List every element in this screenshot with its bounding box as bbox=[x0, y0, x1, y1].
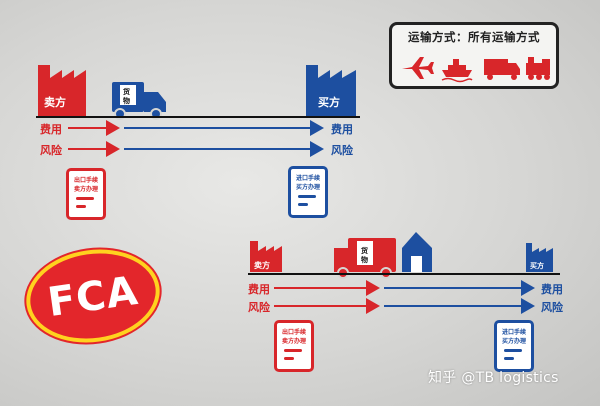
bottom-cost-label-right: 费用 bbox=[541, 283, 563, 296]
bottom-cargo-label-part1: 货 bbox=[360, 246, 368, 255]
top-export-formalities-doc: 出口手续 卖方办理 bbox=[66, 168, 106, 220]
doc-text-bar bbox=[504, 357, 514, 360]
bottom-export-formalities-doc: 出口手续 卖方办理 bbox=[274, 320, 314, 372]
bottom-import-doc-line1: 进口手续 bbox=[501, 329, 526, 336]
bottom-seller-label: 卖方 bbox=[254, 260, 270, 270]
bottom-seller-factory-icon bbox=[250, 241, 282, 272]
bottom-cargo-label-part2: 物 bbox=[361, 255, 368, 264]
top-export-doc-line2: 卖方办理 bbox=[73, 186, 98, 193]
doc-text-bar bbox=[76, 197, 94, 200]
bottom-export-doc-line1: 出口手续 bbox=[281, 329, 306, 336]
top-seller-label: 卖方 bbox=[44, 95, 66, 109]
top-export-doc-line1: 出口手续 bbox=[73, 177, 98, 184]
top-risk-label: 风险 bbox=[40, 144, 62, 157]
top-buyer-label: 买方 bbox=[318, 95, 340, 109]
doc-text-bar bbox=[298, 195, 316, 198]
top-cargo-label-part1: 货 bbox=[122, 87, 130, 96]
zhihu-watermark: 知乎 @TB logistics bbox=[428, 370, 559, 386]
top-cargo-label-part2: 物 bbox=[123, 96, 130, 105]
bottom-risk-label-right: 风险 bbox=[541, 301, 563, 314]
truck-icon bbox=[484, 59, 520, 80]
top-cost-label-right: 费用 bbox=[331, 123, 353, 136]
top-risk-label-right: 风险 bbox=[331, 144, 353, 157]
top-import-doc-line2: 买方办理 bbox=[295, 184, 320, 191]
transport-icons-row bbox=[402, 57, 550, 83]
top-cargo-truck-icon bbox=[112, 82, 166, 120]
bottom-import-formalities-doc: 进口手续 买方办理 bbox=[494, 320, 534, 372]
train-icon bbox=[526, 57, 550, 80]
carrier-warehouse-icon bbox=[402, 232, 432, 272]
top-import-doc-line1: 进口手续 bbox=[295, 175, 320, 182]
transport-mode-title: 运输方式：所有运输方式 bbox=[408, 30, 540, 44]
bottom-import-doc-line2: 买方办理 bbox=[501, 338, 526, 345]
bottom-risk-label: 风险 bbox=[248, 301, 270, 314]
top-cost-label: 费用 bbox=[40, 123, 62, 136]
doc-text-bar bbox=[76, 205, 86, 208]
bottom-buyer-label: 买方 bbox=[530, 261, 544, 270]
doc-text-bar bbox=[504, 349, 522, 352]
doc-text-bar bbox=[284, 349, 302, 352]
plane-icon bbox=[402, 57, 434, 79]
top-seller-factory-icon bbox=[38, 65, 86, 116]
doc-text-bar bbox=[298, 203, 308, 206]
top-import-formalities-doc: 进口手续 买方办理 bbox=[288, 166, 328, 218]
bottom-cost-label: 费用 bbox=[248, 283, 270, 296]
transport-mode-legend: 运输方式：所有运输方式 bbox=[389, 22, 559, 89]
doc-text-bar bbox=[284, 357, 294, 360]
bottom-buyer-factory-icon bbox=[526, 243, 553, 272]
ship-icon bbox=[441, 59, 473, 83]
bottom-export-doc-line2: 卖方办理 bbox=[281, 338, 306, 345]
fca-badge-text: FCA bbox=[45, 267, 142, 327]
top-buyer-factory-icon bbox=[306, 65, 356, 116]
